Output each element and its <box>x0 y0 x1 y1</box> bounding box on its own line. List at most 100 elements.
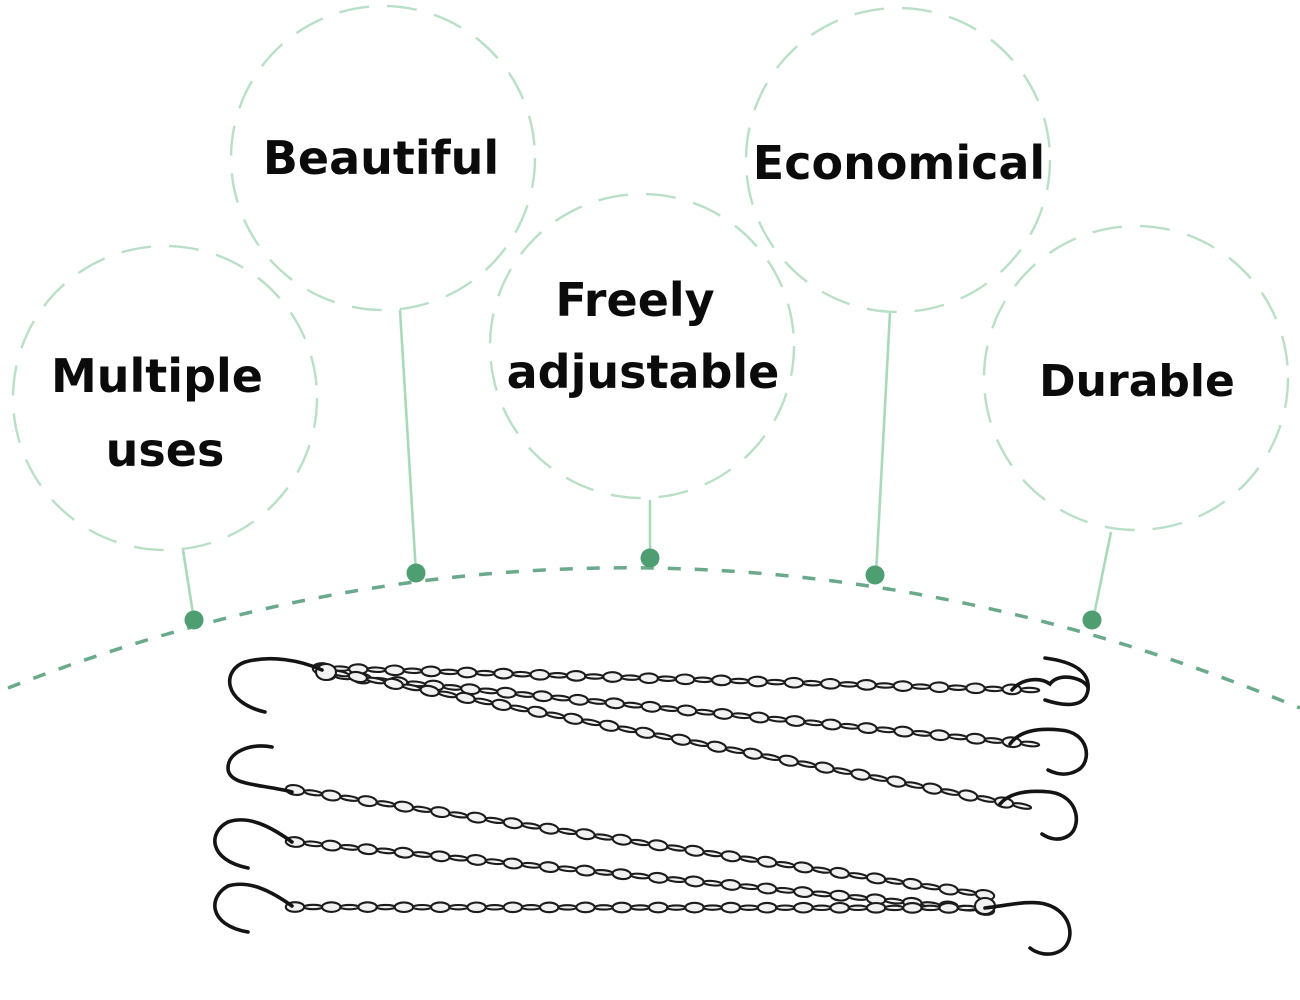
chain-link <box>756 901 778 914</box>
chain-link <box>956 888 977 896</box>
chain-link <box>748 711 770 724</box>
chain-link <box>765 678 787 686</box>
chain-link <box>865 872 887 885</box>
chain-link <box>958 789 979 802</box>
chain-link <box>832 767 853 775</box>
chain-link <box>448 854 469 862</box>
chain-link <box>473 697 494 706</box>
chain-link <box>738 855 760 863</box>
chain-link <box>778 754 799 767</box>
chain-link <box>509 704 530 713</box>
arc-dots <box>184 548 1102 630</box>
chain-link <box>557 904 578 911</box>
chain-link <box>393 800 415 813</box>
chain-link <box>983 685 1004 693</box>
chain-link <box>302 840 324 848</box>
chain-link <box>892 680 914 692</box>
chain-link <box>811 866 832 874</box>
chain-link <box>478 687 499 695</box>
feature-bubbles <box>11 4 1290 552</box>
chain-link <box>493 667 514 680</box>
chain-link <box>666 904 687 911</box>
chain-link <box>838 681 859 688</box>
chain-link <box>738 883 760 891</box>
chain-link <box>706 740 728 753</box>
bubble-durable <box>982 224 1290 532</box>
ring-left <box>314 662 338 682</box>
chain-link <box>586 698 608 705</box>
chain-link <box>321 901 342 913</box>
chain-link <box>956 904 978 912</box>
chain-link <box>904 781 925 789</box>
chain-link <box>712 707 734 720</box>
chain-link <box>538 901 560 914</box>
chain-link <box>629 872 651 880</box>
chain-link <box>647 901 669 914</box>
chain-link <box>820 677 841 690</box>
chain-link <box>965 732 987 745</box>
connector-durable <box>1091 531 1113 621</box>
chain-link <box>811 890 832 898</box>
hook-right-1 <box>1010 656 1090 707</box>
chain-link <box>684 901 705 914</box>
chain-link <box>563 712 584 725</box>
chain-link <box>688 739 709 748</box>
chain-link <box>466 853 487 866</box>
chain-link <box>448 903 469 911</box>
chain-link <box>502 817 524 830</box>
chain-link <box>375 847 397 855</box>
chain-link <box>520 861 542 869</box>
connector-economical <box>874 311 892 576</box>
chain-link <box>865 901 887 914</box>
chain-link <box>411 851 433 858</box>
label-durable-line-1: Durable <box>1039 356 1235 407</box>
chain-link <box>811 904 832 912</box>
chain-link <box>965 682 986 695</box>
label-multiple-uses-line-1: Multiple <box>51 349 263 403</box>
label-multiple-uses-line-2: uses <box>106 423 225 477</box>
chain-link <box>983 737 1005 744</box>
chain-link <box>557 827 578 836</box>
chain-link <box>484 904 505 911</box>
chain-link <box>785 715 806 727</box>
chain-link <box>456 666 478 679</box>
chain-link <box>565 670 587 682</box>
connectors <box>181 309 1113 621</box>
chain-link <box>760 753 781 762</box>
chain-link <box>321 789 342 802</box>
chain-link <box>647 871 669 884</box>
label-economical-line-1: Economical <box>753 136 1045 190</box>
chain-link <box>357 795 378 808</box>
chain-link <box>775 904 796 911</box>
chain-link <box>847 872 869 880</box>
chain-link <box>814 761 835 774</box>
chain-link <box>438 668 460 676</box>
chain-link <box>1019 686 1041 694</box>
chain-link <box>793 861 814 874</box>
chain-link <box>893 725 914 738</box>
chain-link <box>724 746 745 755</box>
chain-link <box>375 800 396 808</box>
chain-link <box>339 903 360 911</box>
chain-link <box>884 877 905 885</box>
label-freely-adjustable: Freely adjustable <box>507 273 780 399</box>
chain-link <box>581 718 602 727</box>
chain-link <box>357 901 378 913</box>
chain-link <box>850 768 871 781</box>
chain-link <box>402 667 424 675</box>
chain-link <box>702 904 723 911</box>
chain-link <box>730 712 752 720</box>
chain-link <box>484 816 505 825</box>
chain-link <box>694 708 716 716</box>
feature-labels: Multiple uses Beautiful Freely adjustabl… <box>51 131 1235 477</box>
chain-link <box>620 674 641 681</box>
label-durable: Durable <box>1039 356 1235 407</box>
chain-link <box>821 718 842 731</box>
chain-link <box>656 675 678 682</box>
chain-link <box>793 886 814 899</box>
chain-link <box>384 664 405 677</box>
chain-link <box>550 694 571 702</box>
hook-left-3 <box>213 818 294 870</box>
chain-link <box>875 726 896 734</box>
